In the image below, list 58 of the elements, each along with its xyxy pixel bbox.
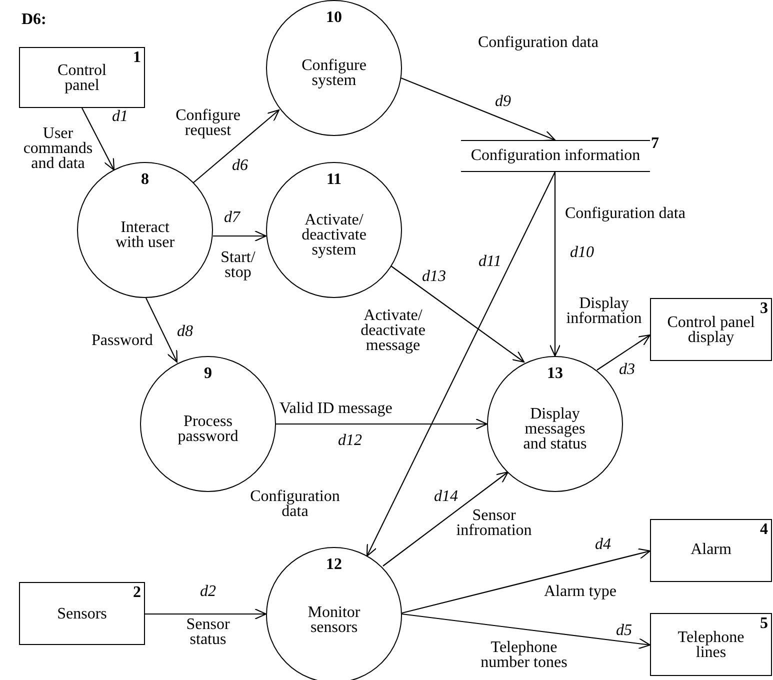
node-number: 7 — [651, 136, 659, 152]
flow-label: User commands and data — [22, 126, 94, 171]
data-flow-arrow — [82, 108, 115, 171]
flow-label: Configuration data — [249, 489, 341, 519]
data-flow-arrow — [400, 78, 556, 142]
node-number: 2 — [133, 585, 141, 601]
flow-label: Password — [92, 333, 153, 348]
data-flow-arrow — [192, 109, 280, 184]
process-name: Display messages and status — [522, 406, 588, 452]
data-flow-arrow — [276, 418, 488, 430]
entity-name: Alarm — [690, 542, 732, 557]
process-name: Process password — [176, 414, 240, 444]
flow-label: Telephone number tones — [480, 640, 568, 670]
external-entity-box — [650, 613, 772, 676]
data-flow-arrow — [145, 608, 267, 620]
external-entity-box — [650, 519, 772, 582]
external-entity-box — [650, 298, 772, 361]
node-number: 5 — [760, 616, 768, 632]
data-flow-arrow — [390, 266, 525, 363]
data-flow-arrow — [402, 548, 651, 614]
flow-label: Configuration data — [565, 206, 686, 221]
entity-name: Control panel display — [666, 314, 756, 344]
process-name: Monitor sensors — [306, 605, 362, 636]
flow-label: Sensor status — [185, 617, 231, 647]
node-number: 8 — [140, 172, 150, 188]
data-flow-arrow — [549, 172, 561, 357]
diagram-label: D6: — [22, 12, 46, 27]
flow-label: Start/ stop — [220, 250, 256, 280]
node-number: 4 — [760, 522, 768, 538]
flow-label: Configure request — [174, 108, 242, 138]
flow-label: Sensor infromation — [455, 508, 533, 538]
external-entity-box — [19, 47, 145, 108]
entity-name: Sensors — [56, 606, 108, 621]
data-flow-arrow — [213, 230, 267, 242]
node-number: 9 — [203, 366, 213, 382]
store-name: Configuration information — [470, 148, 642, 163]
data-flow-arrow — [402, 613, 651, 650]
process-name: Configure system — [300, 58, 368, 88]
node-number: 12 — [325, 557, 343, 573]
flow-label: Valid ID message — [280, 401, 392, 416]
flow-label: Alarm type — [544, 584, 616, 599]
flow-label: Configuration data — [478, 35, 598, 50]
node-number: 13 — [546, 366, 564, 382]
entity-name: Telephone lines — [676, 630, 746, 660]
node-number: 1 — [133, 50, 141, 66]
node-number: 3 — [760, 301, 768, 317]
data-flow-arrow — [596, 334, 651, 370]
flow-label: Display information — [565, 296, 643, 326]
external-entity-box — [19, 582, 145, 645]
entity-name: Control panel — [56, 62, 108, 92]
data-flow-arrow — [146, 298, 178, 363]
data-flow-arrow — [382, 471, 509, 566]
flow-label: Activate/ deactivate message — [360, 308, 426, 353]
process-name: Activate/ deactivate system — [300, 212, 368, 258]
node-number: 10 — [325, 10, 343, 26]
node-number: 11 — [325, 172, 343, 188]
data-flow-arrow — [366, 172, 556, 557]
process-name: Interact with user — [114, 220, 176, 250]
